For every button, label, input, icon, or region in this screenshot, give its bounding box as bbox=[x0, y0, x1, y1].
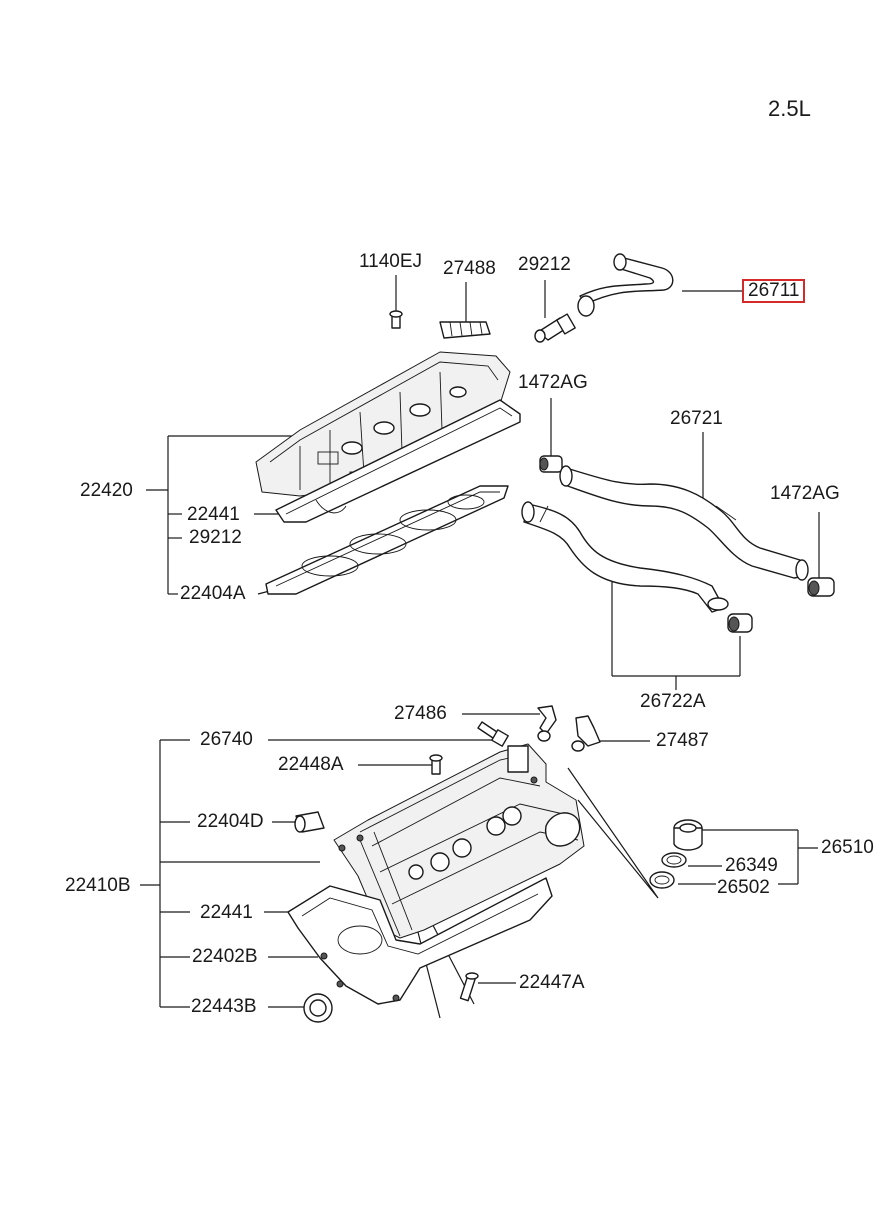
bolt-1140ej bbox=[389, 310, 403, 329]
part-label-26722a[interactable]: 26722A bbox=[639, 691, 707, 713]
part-label-26502[interactable]: 26502 bbox=[716, 877, 771, 899]
part-label-1140ej[interactable]: 1140EJ bbox=[358, 251, 424, 273]
part-label-1472ag-left[interactable]: 1472AG bbox=[517, 372, 589, 394]
part-label-27488[interactable]: 27488 bbox=[442, 258, 497, 280]
part-label-29212-mid[interactable]: 29212 bbox=[188, 527, 243, 549]
clip-27487 bbox=[571, 715, 601, 752]
gasket-26502 bbox=[649, 871, 675, 889]
seal-22443b bbox=[303, 993, 333, 1023]
bolt-22448a bbox=[429, 754, 443, 775]
part-label-22404d[interactable]: 22404D bbox=[196, 811, 265, 833]
part-label-22448a[interactable]: 22448A bbox=[277, 754, 345, 776]
part-label-27486[interactable]: 27486 bbox=[393, 703, 448, 725]
clip-27486 bbox=[537, 705, 557, 742]
clip-27488 bbox=[439, 321, 491, 339]
engine-cover-lower bbox=[333, 743, 585, 939]
hose-26711 bbox=[577, 253, 674, 317]
oil-cap-26510 bbox=[673, 819, 703, 851]
part-label-26349[interactable]: 26349 bbox=[724, 855, 779, 877]
part-label-26721[interactable]: 26721 bbox=[669, 408, 724, 430]
gasket-22404a bbox=[265, 485, 509, 595]
part-label-22441-bottom[interactable]: 22441 bbox=[199, 902, 254, 924]
part-label-22404a[interactable]: 22404A bbox=[179, 583, 247, 605]
clamp-26722a bbox=[727, 613, 753, 633]
o-ring-26349 bbox=[661, 852, 687, 868]
bolt-22447a bbox=[459, 972, 479, 1002]
part-label-29212-top[interactable]: 29212 bbox=[517, 254, 572, 276]
clamp-1472ag-right bbox=[807, 577, 835, 597]
part-label-22410b[interactable]: 22410B bbox=[64, 875, 132, 897]
gasket-lower bbox=[287, 877, 553, 1005]
part-label-22443b[interactable]: 22443B bbox=[190, 996, 258, 1018]
engine-cover-upper bbox=[255, 351, 511, 497]
part-label-1472ag-right[interactable]: 1472AG bbox=[769, 483, 841, 505]
bolt-29212 bbox=[534, 313, 576, 343]
part-label-26711-highlighted[interactable]: 26711 bbox=[742, 279, 806, 303]
part-label-27487[interactable]: 27487 bbox=[655, 730, 710, 752]
part-label-22420[interactable]: 22420 bbox=[79, 480, 134, 502]
part-label-22441-top[interactable]: 22441 bbox=[186, 504, 241, 526]
part-label-26740[interactable]: 26740 bbox=[199, 729, 254, 751]
sleeve-22404d bbox=[294, 811, 325, 833]
hose-26721 bbox=[559, 465, 809, 581]
gasket-upper bbox=[275, 399, 521, 523]
clamp-1472ag-left bbox=[539, 455, 563, 473]
part-label-22402b[interactable]: 22402B bbox=[191, 946, 259, 968]
part-label-26510[interactable]: 26510 bbox=[820, 837, 875, 859]
part-label-22447a[interactable]: 22447A bbox=[518, 972, 586, 994]
engine-label: 2.5L bbox=[768, 96, 811, 121]
bolt-26740 bbox=[477, 721, 509, 747]
hose-26722a bbox=[521, 501, 729, 613]
